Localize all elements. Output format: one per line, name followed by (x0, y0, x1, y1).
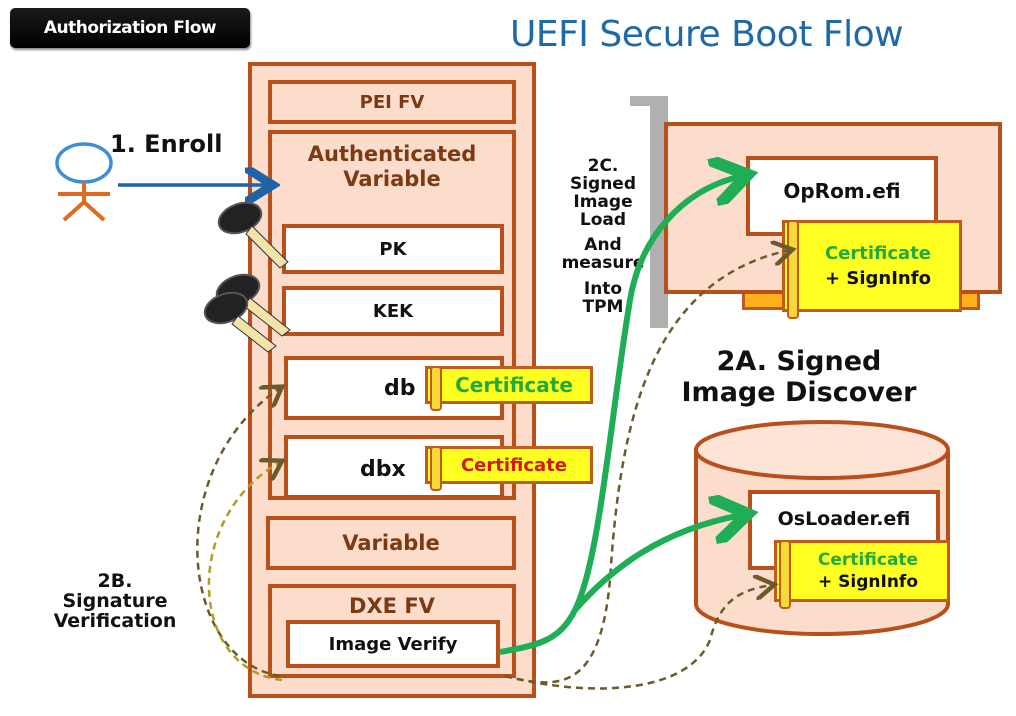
step-2b-line: Signature (62, 589, 168, 612)
step-2c-line: TPM (582, 296, 624, 317)
image-verify-label: Image Verify (328, 633, 458, 655)
dbx-certificate-label: Certificate (460, 454, 568, 476)
osloader-certificate-label: Certificate (817, 550, 919, 570)
step-2c-line: Signed (569, 173, 637, 194)
authorization-flow-badge: Authorization Flow (10, 8, 250, 48)
oprom-certificate: Certificate + SignInfo (782, 220, 962, 319)
disk-top (694, 420, 950, 480)
kek-box: KEK (282, 286, 504, 336)
osloader-certificate: Certificate + SignInfo (774, 540, 950, 609)
step-2c-line: Image (573, 191, 633, 212)
separator-top (630, 96, 668, 106)
step-2b-line: Verification (53, 609, 177, 632)
load-osloader-arrow (572, 515, 742, 612)
diagram-title: UEFI Secure Boot Flow (510, 14, 904, 55)
step-2b-line: 2B. (97, 570, 133, 592)
step-2c-line: Load (579, 209, 627, 230)
step-2c-label: 2C. Signed Image Load And measure Into T… (548, 156, 658, 317)
osloader-signinfo-label: + SignInfo (817, 572, 918, 592)
oprom-file-label: OpRom.efi (783, 179, 901, 203)
db-certificate: Certificate (425, 366, 593, 411)
oprom-signinfo-label: + SignInfo (825, 268, 931, 289)
user-actor-icon (55, 142, 113, 222)
step-2c-line: 2C. (587, 156, 619, 176)
dbx-label: dbx (360, 457, 406, 482)
pei-fv-label: PEI FV (359, 91, 425, 113)
step-2a-label: 2A. Signed Image Discover (664, 346, 934, 408)
auth-var-title-1: Authenticated (307, 142, 477, 166)
step-2b-label: 2B. Signature Verification (40, 570, 190, 632)
step-2c-line: measure (561, 253, 645, 274)
step-2a-line: Image Discover (681, 377, 917, 409)
pk-box: PK (282, 224, 504, 274)
auth-var-title-2: Variable (343, 167, 441, 192)
dbx-certificate: Certificate (425, 446, 593, 491)
pei-fv-box: PEI FV (268, 80, 516, 124)
variable-box: Variable (266, 516, 516, 570)
verify-osloader-dashed-arrow (504, 585, 772, 690)
variable-label: Variable (342, 531, 440, 555)
db-certificate-label: Certificate (455, 373, 573, 397)
oprom-certificate-label: Certificate (824, 243, 932, 264)
actor-leg-right (82, 200, 106, 222)
dxe-fv-label: DXE FV (349, 594, 435, 618)
step-2a-line: 2A. Signed (716, 346, 882, 377)
image-verify-box: Image Verify (286, 620, 500, 668)
enroll-step-label: 1. Enroll (110, 130, 223, 158)
pk-label: PK (379, 238, 407, 260)
actor-leg-left (62, 200, 86, 222)
kek-label: KEK (372, 300, 414, 322)
actor-head (55, 142, 113, 184)
db-label: db (384, 376, 416, 401)
osloader-file-label: OsLoader.efi (777, 508, 911, 530)
